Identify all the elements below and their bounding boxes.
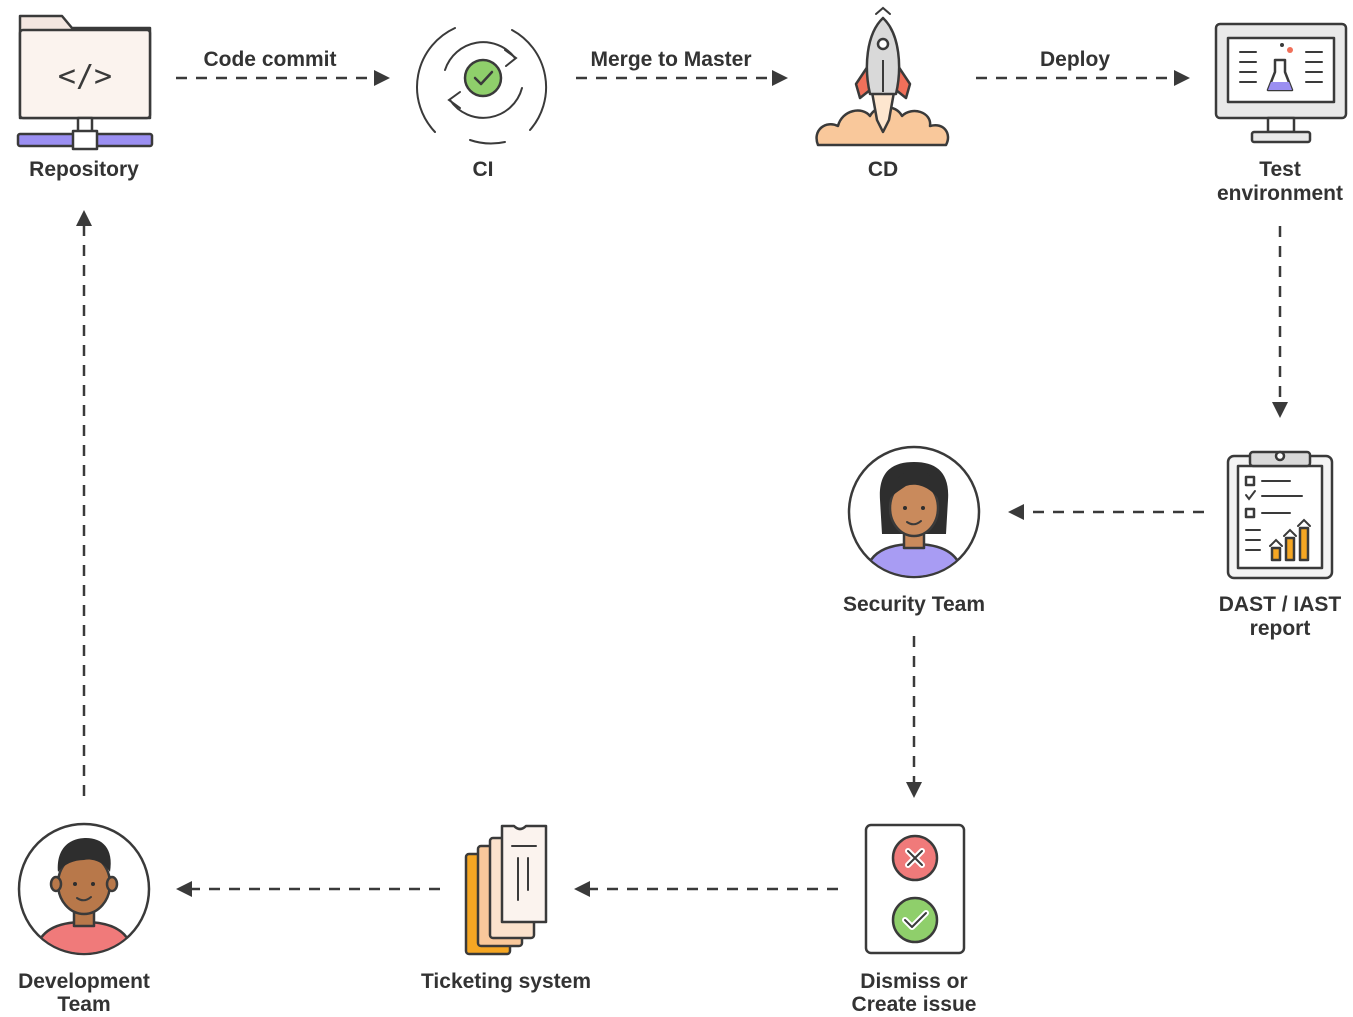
report-label-line2: report xyxy=(1250,617,1311,640)
check-icon xyxy=(473,70,494,86)
dismiss-or-create-panel-icon xyxy=(864,823,966,955)
close-icon xyxy=(905,848,925,868)
test-env-label-line2: environment xyxy=(1217,182,1343,205)
code-symbol: </> xyxy=(58,59,112,94)
edge-ticketing-to-dev xyxy=(176,881,440,897)
repository-folder-icon: </> xyxy=(16,14,154,151)
edge-security-to-dismiss xyxy=(906,636,922,798)
development-team-avatar xyxy=(17,822,151,956)
edge-report-to-security xyxy=(1008,504,1204,520)
edge-test-to-report xyxy=(1272,226,1288,418)
report-label-line1: DAST / IAST xyxy=(1219,593,1342,616)
test-environment-monitor-icon xyxy=(1214,22,1348,144)
edge-dismiss-to-ticketing xyxy=(574,881,838,897)
edge-merge-to-master xyxy=(576,70,788,86)
ticketing-label: Ticketing system xyxy=(421,970,591,993)
cd-rocket-icon xyxy=(815,6,950,147)
dismiss-label-line2: Create issue xyxy=(852,993,977,1016)
cd-label: CD xyxy=(868,158,898,181)
repository-label: Repository xyxy=(29,158,139,181)
edge-label-merge: Merge to Master xyxy=(590,48,751,71)
edge-code-commit xyxy=(176,70,390,86)
dev-team-label-line2: Team xyxy=(57,993,110,1016)
edge-label-code-commit: Code commit xyxy=(203,48,336,71)
ticketing-tickets-icon xyxy=(464,824,548,956)
edge-label-deploy: Deploy xyxy=(1040,48,1110,71)
security-team-label: Security Team xyxy=(843,593,985,616)
test-env-label-line1: Test xyxy=(1259,158,1301,181)
dismiss-label-line1: Dismiss or xyxy=(860,970,967,993)
dev-team-label-line1: Development xyxy=(18,970,150,993)
ci-label: CI xyxy=(473,158,494,181)
ci-cycle-icon xyxy=(416,27,548,145)
edge-deploy xyxy=(976,70,1190,86)
security-team-avatar xyxy=(847,445,981,579)
report-clipboard-icon xyxy=(1226,450,1334,580)
edge-dev-to-repository xyxy=(76,210,92,796)
check-icon xyxy=(902,910,929,930)
